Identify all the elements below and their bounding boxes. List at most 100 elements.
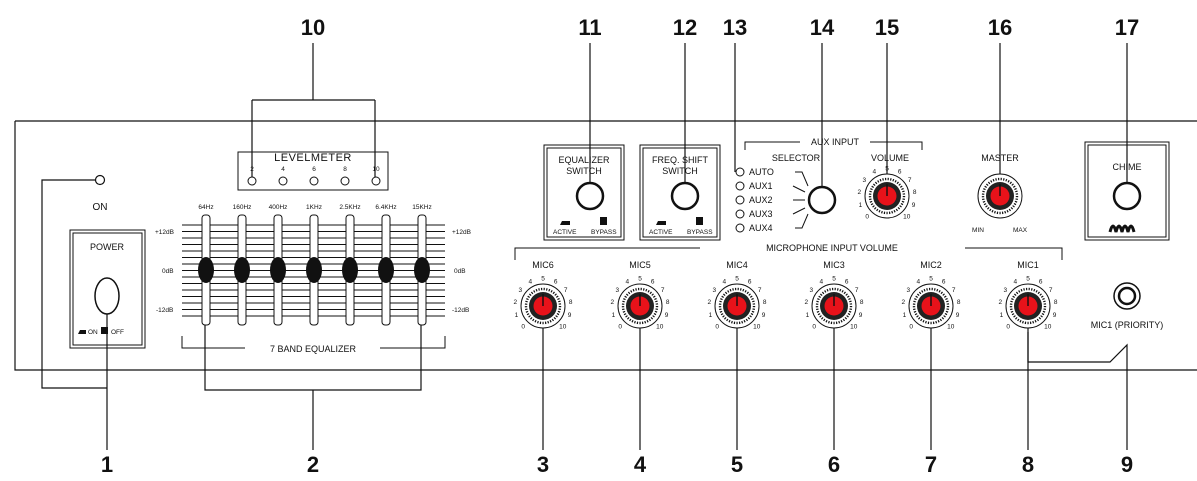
eq-fader-knob[interactable] <box>378 257 394 283</box>
callout-17: 17 <box>1115 15 1139 40</box>
aux-option-aux2: AUX2 <box>749 195 773 205</box>
knob-scale-label: 4 <box>916 279 920 286</box>
knob-scale-label: 10 <box>947 323 955 330</box>
knob-scale-label: 6 <box>845 279 849 286</box>
knob-scale-label: 2 <box>804 299 808 306</box>
mic-label: MIC3 <box>823 260 845 270</box>
eq-band-label: 15KHz <box>412 204 432 211</box>
knob-scale-label: 0 <box>521 323 525 330</box>
knob-scale-label: 1 <box>1000 312 1004 319</box>
bypass-symbol-icon <box>696 217 703 225</box>
knob-scale-label: 5 <box>735 276 739 283</box>
knob-scale-label: 5 <box>638 276 642 283</box>
eq-switch-active: ACTIVE <box>553 229 577 236</box>
knob-scale-label: 10 <box>1044 323 1052 330</box>
knob-scale-label: 2 <box>610 299 614 306</box>
eq-fader-knob[interactable] <box>342 257 358 283</box>
knob-scale-label: 10 <box>753 323 761 330</box>
freq-shift-switch-button[interactable] <box>670 181 700 211</box>
mic-label: MIC2 <box>920 260 942 270</box>
knob-scale-label: 10 <box>656 323 664 330</box>
knob-scale-label: 4 <box>819 279 823 286</box>
callout-10: 10 <box>301 15 325 40</box>
eq-db-plus-right: +12dB <box>452 229 471 236</box>
aux-selector-button[interactable] <box>807 185 837 215</box>
knob-scale-label: 5 <box>832 276 836 283</box>
knob-scale-label: 2 <box>857 189 861 196</box>
eq-switch-bypass: BYPASS <box>591 229 617 236</box>
knob-ticks <box>621 287 659 325</box>
knob-scale-label: 4 <box>625 279 629 286</box>
levelmeter-mark: 4 <box>281 166 285 173</box>
eq-fader-knob[interactable] <box>198 257 214 283</box>
eq-band-label: 400Hz <box>269 204 288 211</box>
eq-band-label: 1KHz <box>306 204 322 211</box>
knob-scale-label: 5 <box>1026 276 1030 283</box>
callout-13: 13 <box>723 15 747 40</box>
callout-5: 5 <box>731 452 743 477</box>
knob-scale-label: 1 <box>903 312 907 319</box>
levelmeter-led <box>309 176 319 186</box>
knob-scale-label: 4 <box>1013 279 1017 286</box>
callout-15: 15 <box>875 15 899 40</box>
knob-scale-label: 7 <box>758 287 762 294</box>
knob-scale-label: 8 <box>1054 299 1058 306</box>
bypass-symbol-icon <box>600 217 607 225</box>
eq-switch-section: EQUALIZER SWITCH ACTIVE BYPASS <box>543 144 625 241</box>
chime-section: CHIME <box>1084 141 1170 241</box>
callout-16: 16 <box>988 15 1012 40</box>
knob-scale-label: 7 <box>855 287 859 294</box>
eq-db-minus-right: -12dB <box>452 307 469 314</box>
chime-sound-icon <box>1108 224 1136 233</box>
knob-ticks <box>912 287 950 325</box>
knob-ticks <box>718 287 756 325</box>
knob-scale-label: 8 <box>763 299 767 306</box>
knob-scale-label: 6 <box>554 279 558 286</box>
callout-3: 3 <box>537 452 549 477</box>
knob-scale-label: 6 <box>1039 279 1043 286</box>
eq-fader-knob[interactable] <box>270 257 286 283</box>
eq-band-label: 64Hz <box>198 204 213 211</box>
eq-fader-knob[interactable] <box>234 257 250 283</box>
eq-title: 7 BAND EQUALIZER <box>270 344 357 354</box>
knob-scale-label: 2 <box>901 299 905 306</box>
chime-title: CHIME <box>1113 162 1142 172</box>
eq-switch-button[interactable] <box>575 181 605 211</box>
knob-ticks <box>868 177 906 215</box>
power-switch[interactable] <box>94 277 120 315</box>
knob-scale-label: 9 <box>1053 312 1057 319</box>
levelmeter-mark: 8 <box>343 166 347 173</box>
master-min: MIN <box>972 227 984 234</box>
levelmeter-mark: 2 <box>250 166 254 173</box>
knob-scale-label: 9 <box>665 312 669 319</box>
eq-fader-knob[interactable] <box>414 257 430 283</box>
callout-12: 12 <box>673 15 697 40</box>
knob-scale-label: 8 <box>666 299 670 306</box>
knob-ticks <box>524 287 562 325</box>
master-knob[interactable] <box>977 173 1023 219</box>
aux-option-aux1: AUX1 <box>749 181 773 191</box>
knob-scale-label: 1 <box>515 312 519 319</box>
knob-ticks <box>815 287 853 325</box>
eq-fader-knob[interactable] <box>306 257 322 283</box>
master-section: MASTER MIN MAX <box>972 153 1028 234</box>
equalizer: 64Hz 160Hz 400Hz 1KHz 2.5KHz 6.4KHz 15KH… <box>155 204 471 354</box>
knob-scale-label: 0 <box>865 213 869 220</box>
mic-section: MICROPHONE INPUT VOLUME MIC6 MIC5 MIC4 M… <box>514 243 1063 270</box>
chime-button[interactable] <box>1112 181 1142 211</box>
knob-scale-label: 8 <box>860 299 864 306</box>
aux-volume-label: VOLUME <box>871 153 909 163</box>
levelmeter-mark: 10 <box>372 166 380 173</box>
callout-9: 9 <box>1121 452 1133 477</box>
knob-scale-label: 0 <box>618 323 622 330</box>
aux-option-auto: AUTO <box>749 167 774 177</box>
knob-scale-label: 7 <box>661 287 665 294</box>
